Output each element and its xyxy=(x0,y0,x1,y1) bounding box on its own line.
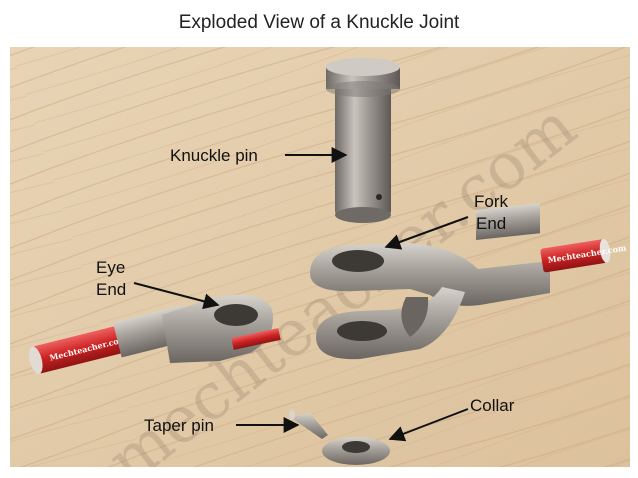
label-taper-pin: Taper pin xyxy=(144,416,214,435)
collar xyxy=(322,437,390,465)
knuckle-joint-illustration: mechteacher.com Mechteacher.com Mechte xyxy=(10,47,630,467)
diagram-title: Exploded View of a Knuckle Joint xyxy=(178,12,460,33)
label-eye-end-line1: Eye xyxy=(96,258,125,277)
label-fork-end-line2: End xyxy=(476,214,506,233)
diagram-canvas: mechteacher.com Mechteacher.com Mechte xyxy=(10,47,630,467)
arrow-collar xyxy=(388,408,469,442)
label-fork-end-line1: Fork xyxy=(474,192,509,211)
fork-end: Mechteacher.com xyxy=(310,203,627,360)
label-knuckle-pin: Knuckle pin xyxy=(170,146,258,165)
label-eye-end-line2: End xyxy=(96,280,126,299)
arrow-fork-end xyxy=(384,216,469,250)
knuckle-pin xyxy=(326,58,400,223)
arrow-eye-end xyxy=(133,282,220,310)
label-collar: Collar xyxy=(470,396,515,415)
